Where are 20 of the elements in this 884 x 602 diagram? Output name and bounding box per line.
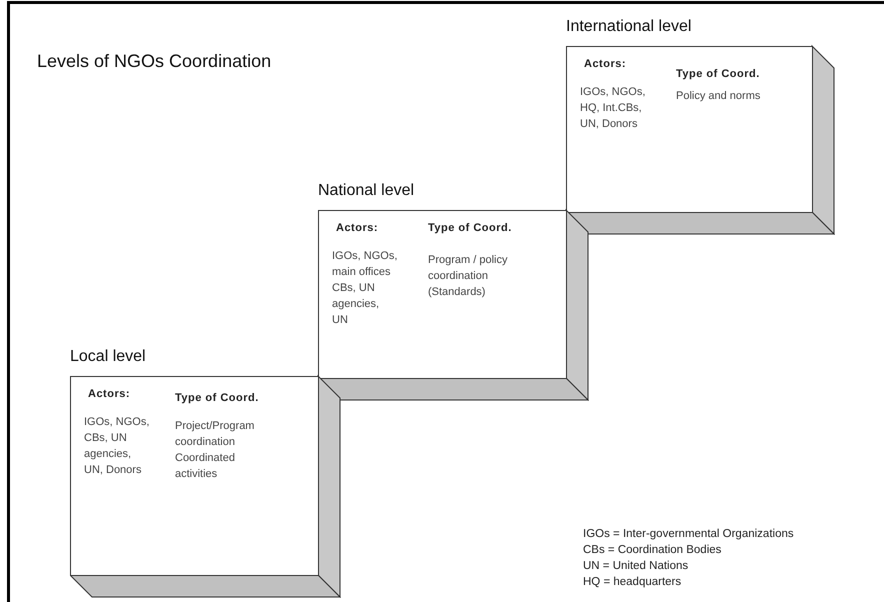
coordination-type: Policy and norms [676, 89, 762, 104]
abbreviation-note: IGOs = Inter-governmental Organizations [583, 528, 794, 540]
diagram-title: Levels of NGOs Coordination [37, 51, 272, 72]
level-heading: National level [318, 182, 414, 200]
level-heading: Local level [70, 348, 146, 366]
abbreviation-note: UN = United Nations [583, 560, 688, 572]
column-heading: Actors: [584, 58, 626, 70]
coordination-type: Program / policy coordination (Standards) [428, 253, 508, 300]
level-heading: International level [566, 18, 692, 36]
column-heading: Actors: [88, 388, 130, 400]
actor-list: IGOs, NGOs, CBs, UN agencies, UN, Donors [84, 414, 150, 478]
abbreviation-note: HQ = headquarters [583, 576, 682, 588]
column-heading: Type of Coord. [676, 68, 760, 80]
column-heading: Type of Coord. [175, 392, 259, 404]
coordination-type: Project/Program coordination Coordinated activities [175, 419, 256, 482]
abbreviation-note: CBs = Coordination Bodies [583, 544, 722, 556]
actor-list: IGOs, NGOs, main offices CBs, UN agencies, UN [332, 248, 398, 328]
actor-list: IGOs, NGOs, HQ, Int.CBs, UN, Donors [580, 84, 646, 132]
column-heading: Actors: [336, 222, 378, 234]
column-heading: Type of Coord. [428, 222, 512, 234]
